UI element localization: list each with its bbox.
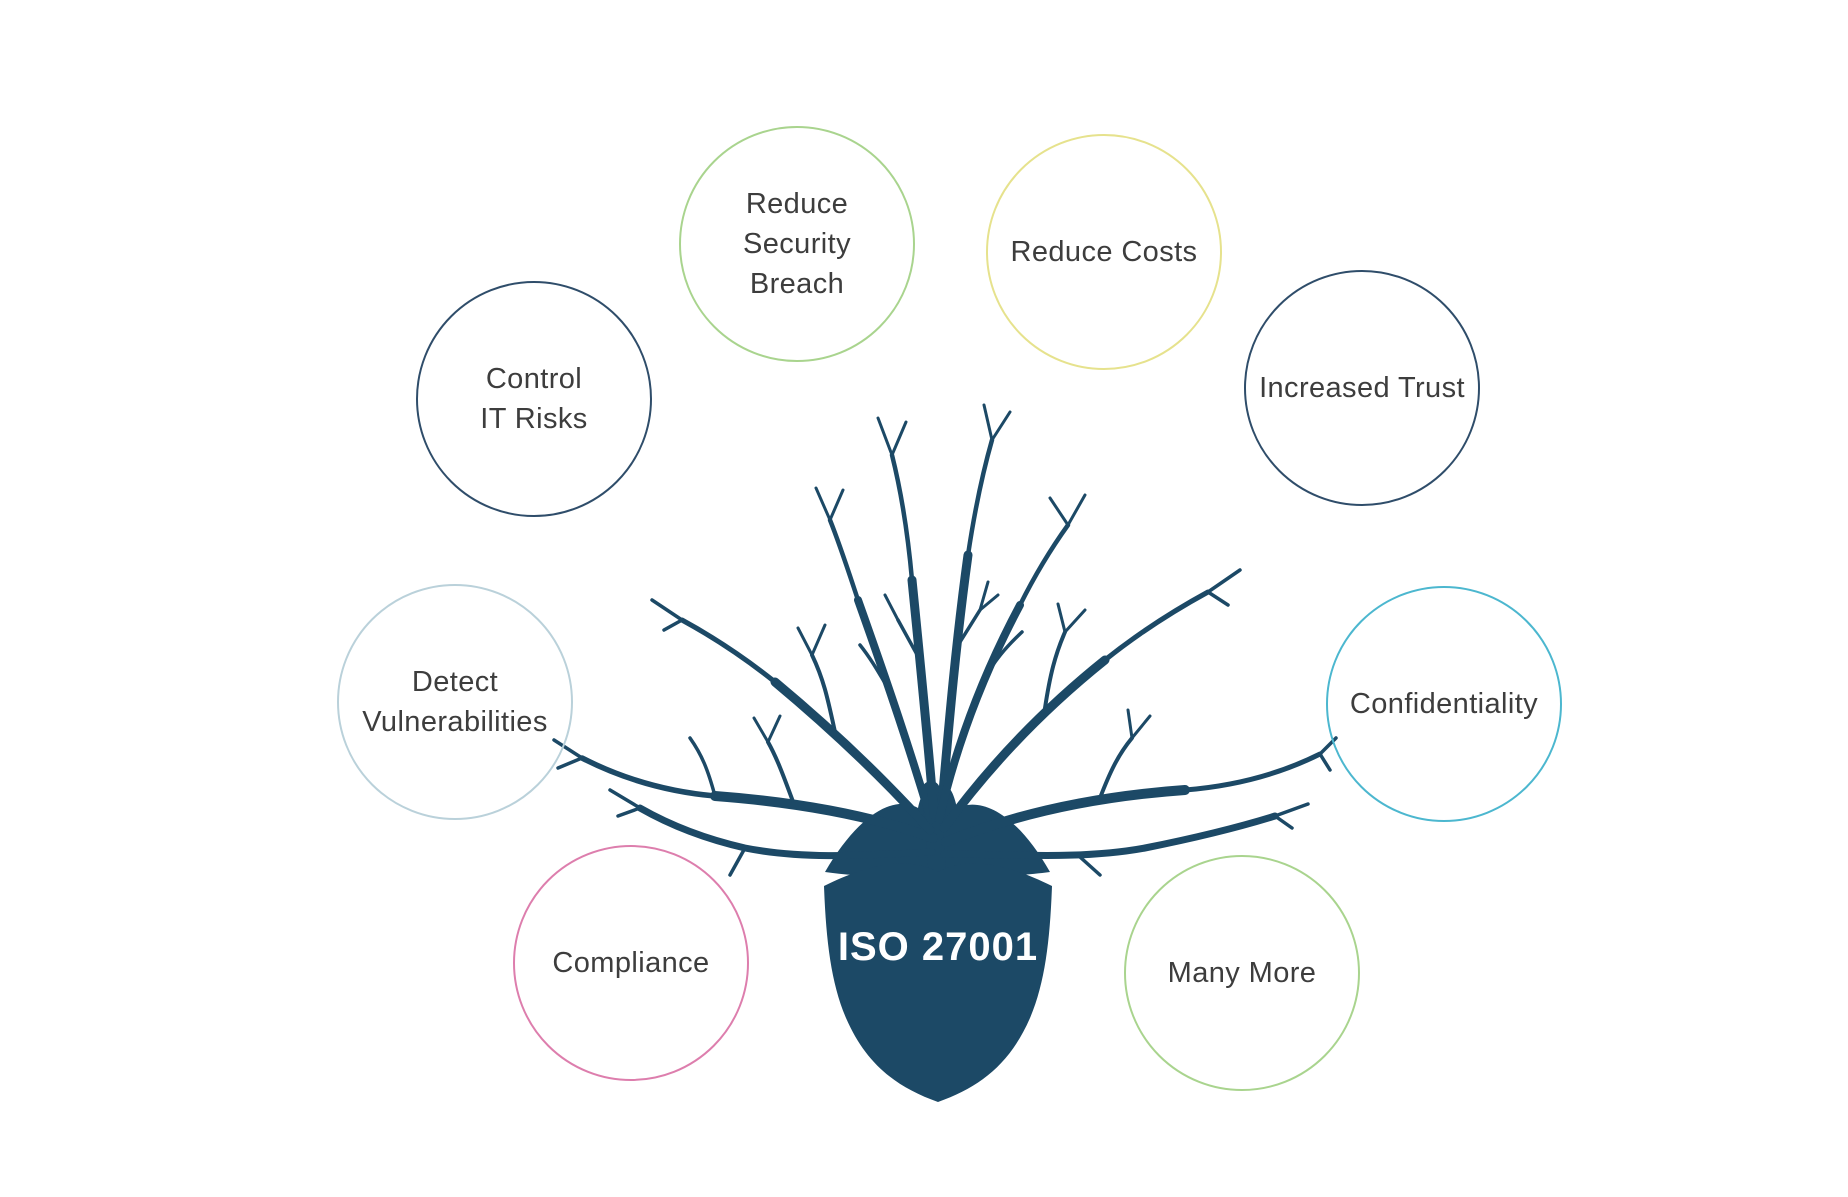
benefit-label-increased-trust: Increased Trust (1259, 371, 1465, 404)
center-shield-label: ISO 27001 (837, 925, 1039, 969)
benefit-label-confidentiality: Confidentiality (1349, 687, 1539, 720)
tree-icon (552, 403, 1338, 878)
benefit-circle-confidentiality: Confidentiality (1326, 586, 1562, 822)
benefit-circle-reduce-costs: Reduce Costs (986, 134, 1222, 370)
benefit-circle-many-more: Many More (1124, 855, 1360, 1091)
benefit-label-compliance: Compliance (552, 946, 710, 979)
benefit-label-many-more: Many More (1167, 956, 1317, 989)
benefit-label-reduce-costs: Reduce Costs (1010, 235, 1198, 268)
benefit-circle-compliance: Compliance (513, 845, 749, 1081)
shield-icon (824, 863, 1052, 1102)
benefit-circle-increased-trust: Increased Trust (1244, 270, 1480, 506)
